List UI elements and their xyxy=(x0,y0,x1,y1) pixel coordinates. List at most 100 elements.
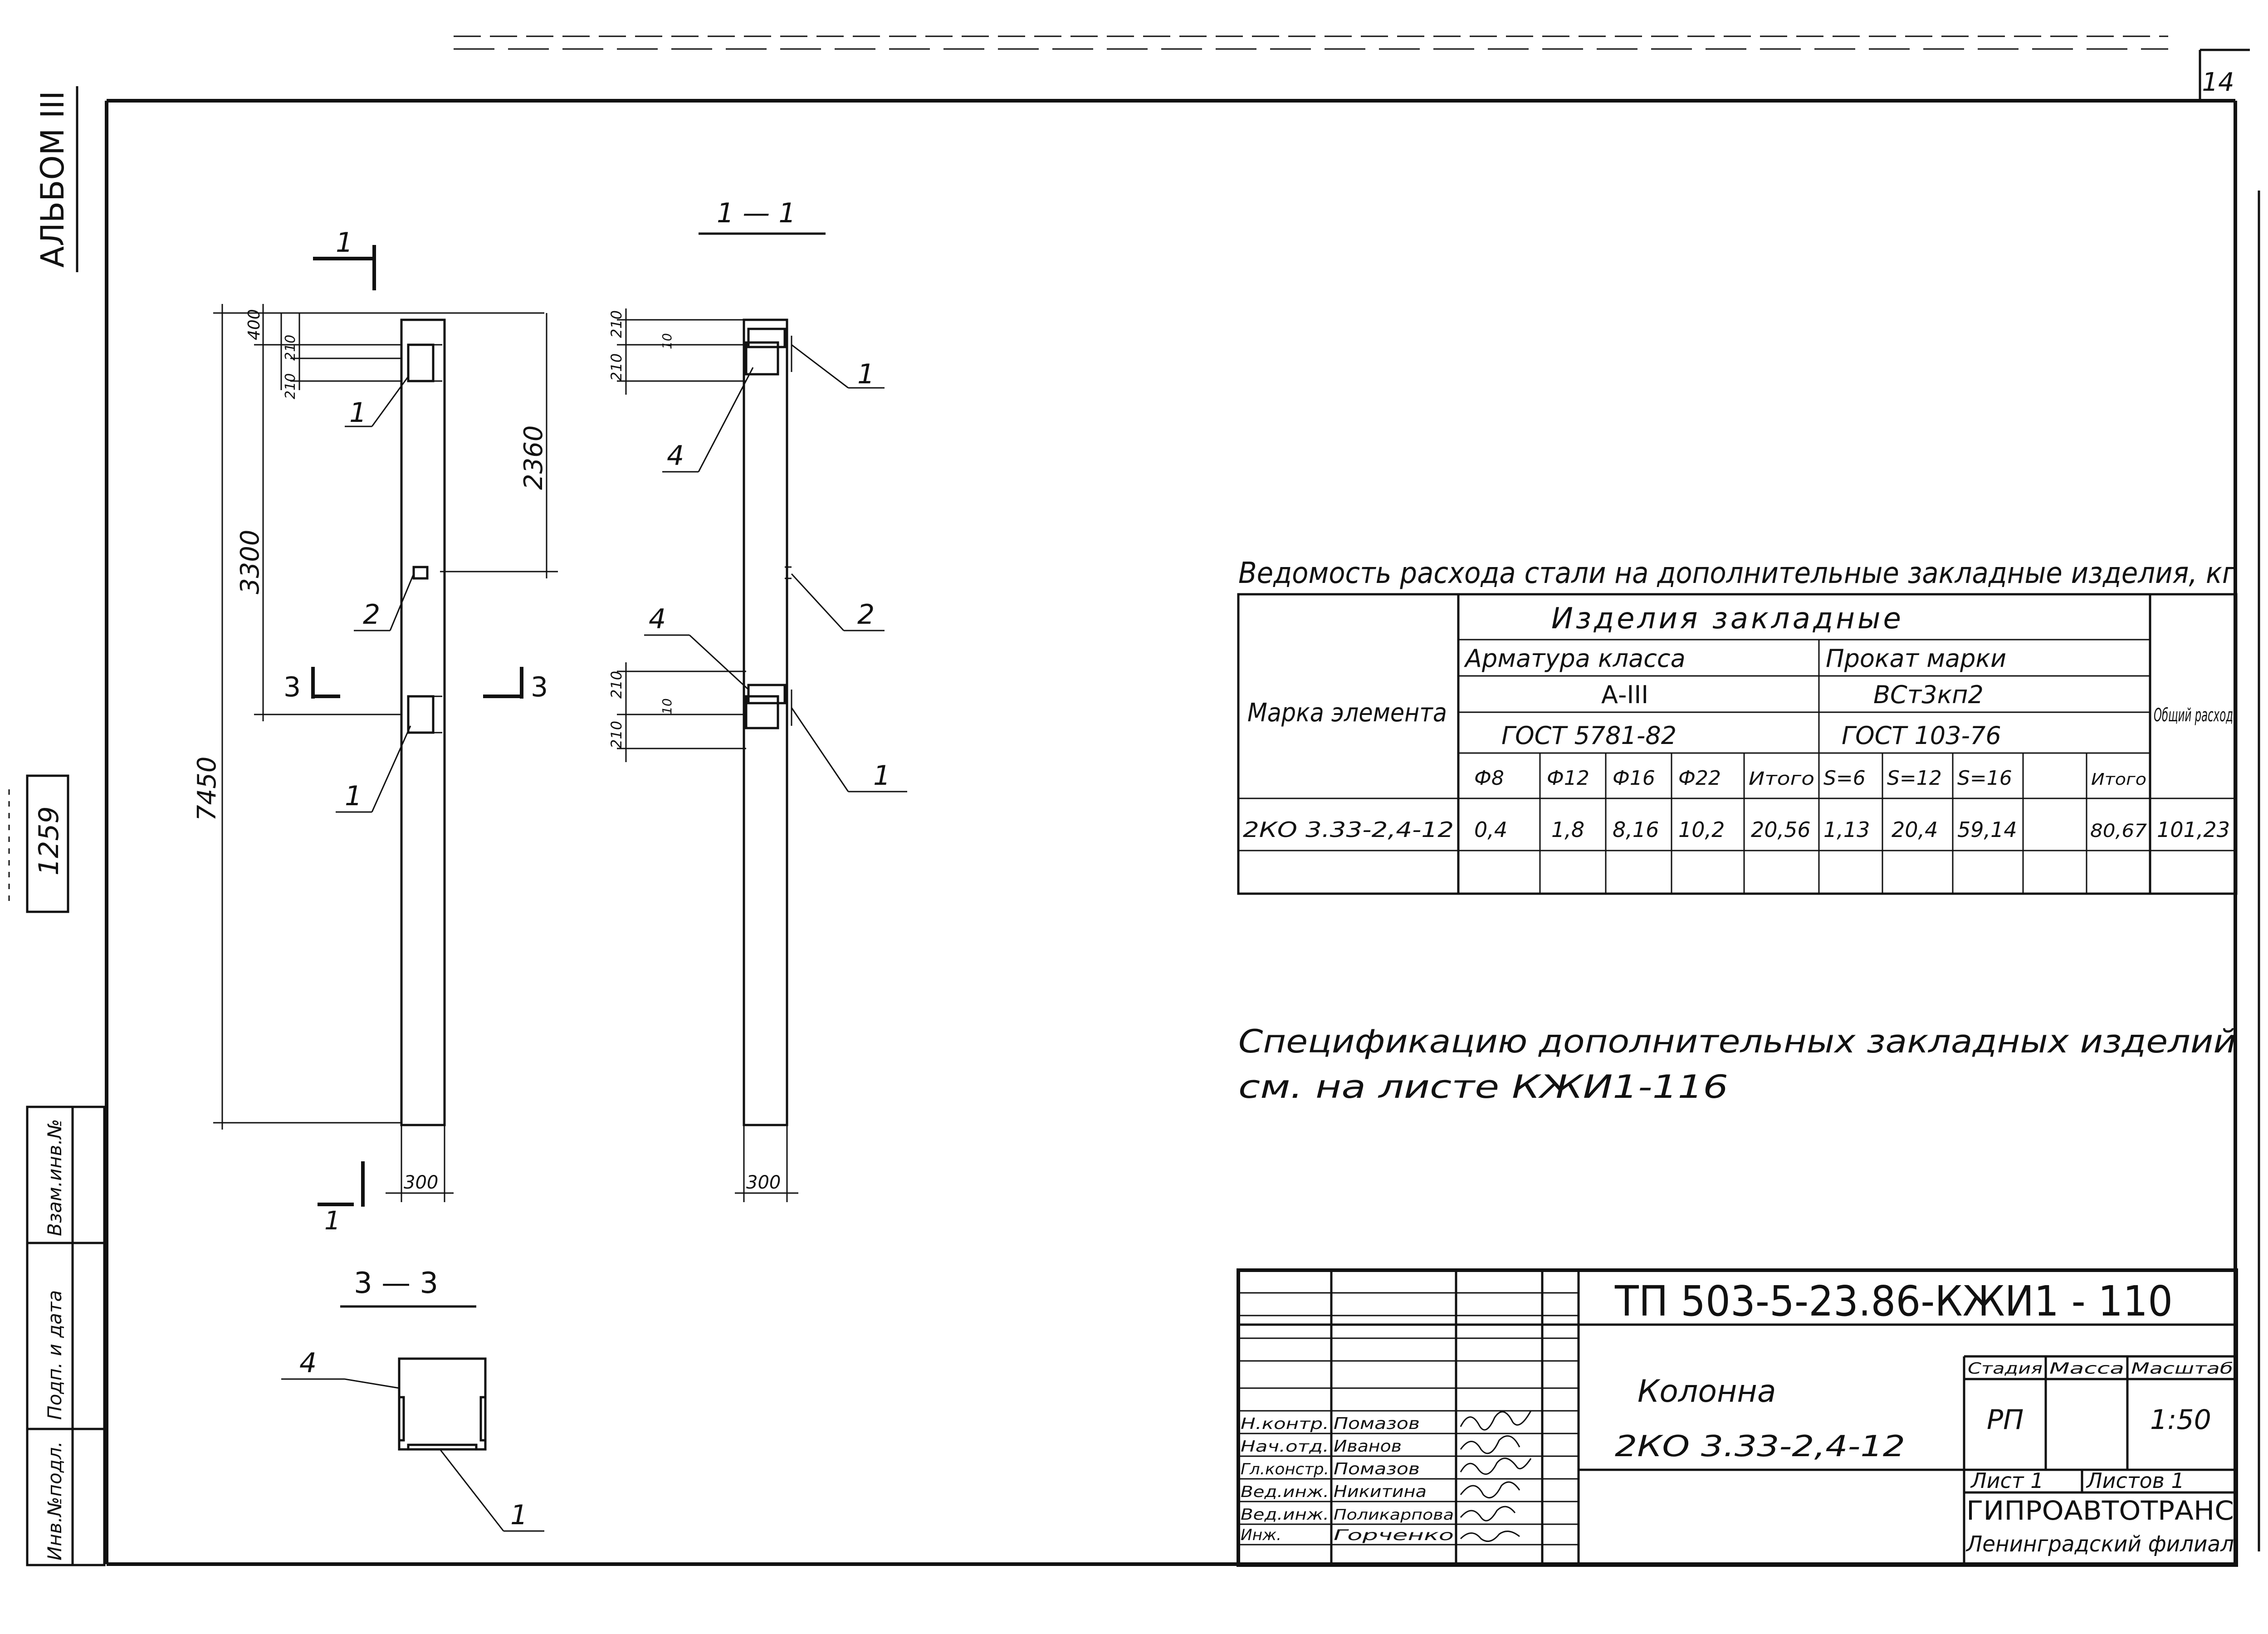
callout-1-front-bottom: 1 xyxy=(345,780,362,812)
callout-1-s1-bottom: 1 xyxy=(873,760,890,792)
staff-name: Иванов xyxy=(1334,1437,1402,1456)
col-total-rebar: Итого xyxy=(1749,768,1814,789)
org-name: ГИПРОАВТОТРАНС xyxy=(1966,1495,2234,1526)
section-1-1-title: 1 — 1 xyxy=(717,197,796,229)
callout-4-s3: 4 xyxy=(299,1347,317,1379)
steel-table-title: Ведомость расхода стали на дополнительны… xyxy=(1238,557,2236,590)
cell-total: 101,23 xyxy=(2157,817,2230,842)
stamp-sign-date: Подп. и дата xyxy=(44,1290,66,1420)
th-mark-line: Марка элемента xyxy=(1247,698,1447,728)
col-s16: S=16 xyxy=(1957,767,2012,790)
col-f12: Ф12 xyxy=(1547,767,1589,790)
page-number: 14 xyxy=(2202,68,2234,97)
callout-4-s1-top: 4 xyxy=(667,440,684,472)
th-rebar-gost: ГОСТ 5781-82 xyxy=(1501,721,1677,750)
dim-7450: 7450 xyxy=(192,756,222,821)
cell-f16: 8,16 xyxy=(1613,817,1659,842)
stage-label: Стадия xyxy=(1968,1360,2043,1378)
stage-value: РП xyxy=(1987,1404,2024,1436)
signatures xyxy=(1460,1410,1532,1542)
stamp-replacement: Взам.инв.№ xyxy=(44,1119,66,1236)
dim-210-a: 210 xyxy=(283,335,298,361)
dim-210-s1-b: 210 xyxy=(608,353,625,381)
dim-400: 400 xyxy=(245,309,264,340)
cell-f8: 0,4 xyxy=(1474,817,1507,842)
dim-300-front: 300 xyxy=(404,1172,438,1193)
staff-name: Никитина xyxy=(1334,1482,1427,1501)
sheets-label: Листов 1 xyxy=(2086,1468,2185,1493)
cell-s12: 20,4 xyxy=(1892,817,1938,842)
staff-role: Гл.констр. xyxy=(1241,1460,1329,1478)
cell-f12: 1,8 xyxy=(1551,817,1584,842)
cell-total-rebar: 20,56 xyxy=(1751,817,1811,842)
col-total-rolled: Итого xyxy=(2091,770,2146,789)
col-f8: Ф8 xyxy=(1474,767,1504,790)
th-group: Изделия закладные xyxy=(1551,602,1904,636)
cell-f22: 10,2 xyxy=(1678,817,1725,842)
staff-role: Вед.инж. xyxy=(1241,1483,1329,1501)
staff-role: Нач.отд. xyxy=(1241,1438,1329,1456)
dim-2360: 2360 xyxy=(519,425,548,490)
scale-label: Масштаб xyxy=(2131,1360,2233,1378)
title-block: ТП 503-5-23.86-КЖИ1 - 110 Колонна 2КО 3.… xyxy=(1237,1268,2238,1567)
dim-10-s1: 10 xyxy=(660,333,675,349)
dim-210-s1-a: 210 xyxy=(608,310,625,338)
album-label: АЛЬБОМ III xyxy=(34,91,71,268)
col-s12: S=12 xyxy=(1887,767,1942,790)
cell-s16: 59,14 xyxy=(1957,817,2017,842)
staff-name: Помазов xyxy=(1334,1414,1420,1433)
sheet-frame xyxy=(105,35,2260,1566)
cut-markers: 1 1 3 3 xyxy=(284,227,548,1236)
section-1-1-dims: 210 210 10 210 210 10 300 xyxy=(608,308,798,1202)
stamp-inventory: Инв.№подл. xyxy=(44,1441,66,1561)
note-line-2: см. на листе КЖИ1-116 xyxy=(1238,1068,1728,1106)
dim-210-s1-d: 210 xyxy=(608,721,625,749)
th-total: Общий расход xyxy=(2154,705,2233,726)
th-rolled-gost: ГОСТ 103-76 xyxy=(1842,721,2001,750)
dim-3300: 3300 xyxy=(235,529,265,594)
th-rebar: Арматура класса xyxy=(1464,644,1686,673)
mass-label: Масса xyxy=(2049,1360,2124,1378)
callout-1-s3: 1 xyxy=(510,1499,528,1531)
cut-1-top-label: 1 xyxy=(336,227,353,259)
org-branch: Ленинградский филиал xyxy=(1965,1531,2234,1557)
cut-3-left-label: 3 xyxy=(284,671,301,703)
cell-s6: 1,13 xyxy=(1823,817,1870,842)
front-dimensions: 400 210 210 3300 7450 2360 300 xyxy=(192,304,558,1202)
section-3-3-title: 3 — 3 xyxy=(354,1267,438,1300)
staff-name: Поликарпова xyxy=(1334,1506,1454,1523)
dim-210-s1-c: 210 xyxy=(608,671,625,699)
scale-value: 1:50 xyxy=(2150,1404,2211,1436)
cut-3-right-label: 3 xyxy=(531,671,548,703)
th-rolled-grade: ВСт3кп2 xyxy=(1873,680,1984,709)
steel-table: Марка элемента Изделия закладные Арматур… xyxy=(1237,593,2238,895)
staff-name: Помазов xyxy=(1334,1460,1420,1478)
doc-code: ТП 503-5-23.86-КЖИ1 - 110 xyxy=(1614,1277,2173,1326)
col-f16: Ф16 xyxy=(1613,767,1655,790)
section-1-1-view xyxy=(743,318,792,1126)
staff-role: Инж. xyxy=(1241,1526,1281,1544)
col-f22: Ф22 xyxy=(1678,767,1721,790)
dim-10-s1-b: 10 xyxy=(660,698,675,714)
row-mark: 2КО 3.33-2,4-12 xyxy=(1243,817,1454,842)
object-mark: 2КО 3.33-2,4-12 xyxy=(1615,1430,1905,1463)
left-stamps: Взам.инв.№ Подп. и дата Инв.№подл. xyxy=(26,1106,106,1566)
dim-300-side: 300 xyxy=(746,1172,781,1193)
callout-1-s1-top: 1 xyxy=(857,358,875,390)
archive-number: 1259 xyxy=(33,806,65,876)
section-1-1-callouts: 1 4 2 4 1 xyxy=(644,344,907,793)
col-s6: S=6 xyxy=(1823,767,1866,790)
staff-role: Вед.инж. xyxy=(1241,1506,1329,1524)
front-callouts: 1 2 1 xyxy=(336,376,415,813)
callout-2-s1: 2 xyxy=(857,599,875,631)
th-rolled: Прокат марки xyxy=(1826,644,2006,673)
callout-4-s1-bottom: 4 xyxy=(649,603,666,635)
cut-1-bottom-label: 1 xyxy=(324,1206,341,1236)
cell-total-rolled: 80,67 xyxy=(2090,821,2147,841)
callout-1-front-top: 1 xyxy=(349,397,367,429)
callout-2-front: 2 xyxy=(363,599,380,631)
staff-name: Горченко xyxy=(1334,1526,1454,1544)
column-front-view xyxy=(400,318,446,1126)
sheet-label: Лист 1 xyxy=(1970,1468,2043,1493)
